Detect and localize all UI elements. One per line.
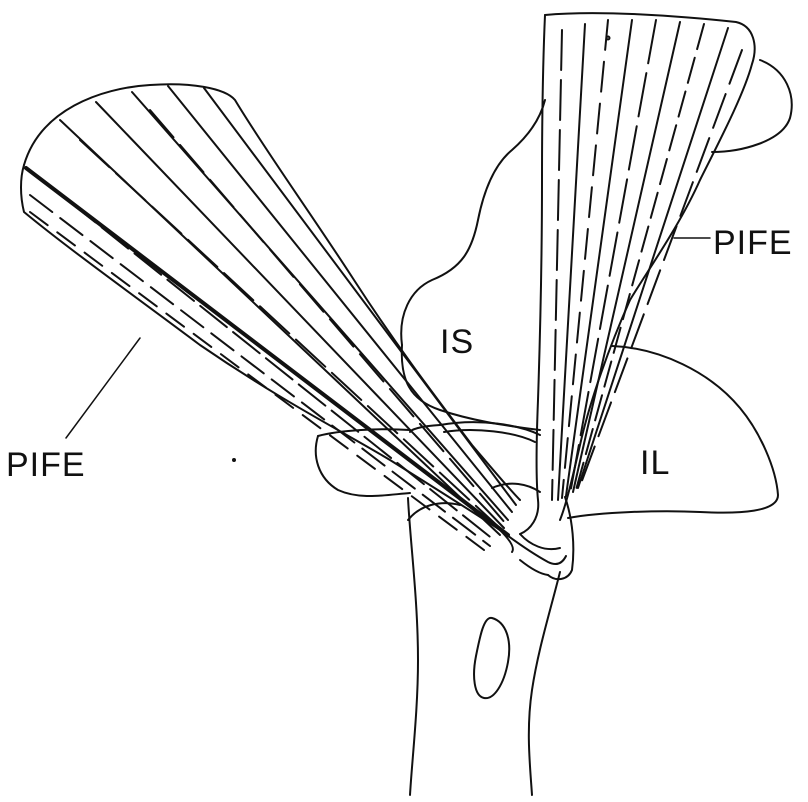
pelvic-crest [712, 60, 792, 152]
pife-muscle-left [21, 84, 520, 552]
pife-muscle-right [520, 13, 755, 534]
ischium-bone [401, 100, 545, 345]
pife-left-tendon [26, 168, 508, 535]
leader-line-pife-left [66, 338, 140, 438]
label-pife-left: PIFE [6, 448, 86, 482]
label-ischium: IS [440, 325, 474, 359]
label-pife-right: PIFE [713, 226, 793, 260]
femur-foramen [474, 618, 509, 698]
label-ilium: IL [640, 446, 670, 480]
speck [607, 37, 610, 40]
acetabulum [316, 345, 574, 579]
speck [233, 459, 235, 461]
muscle-insertion [500, 530, 566, 575]
